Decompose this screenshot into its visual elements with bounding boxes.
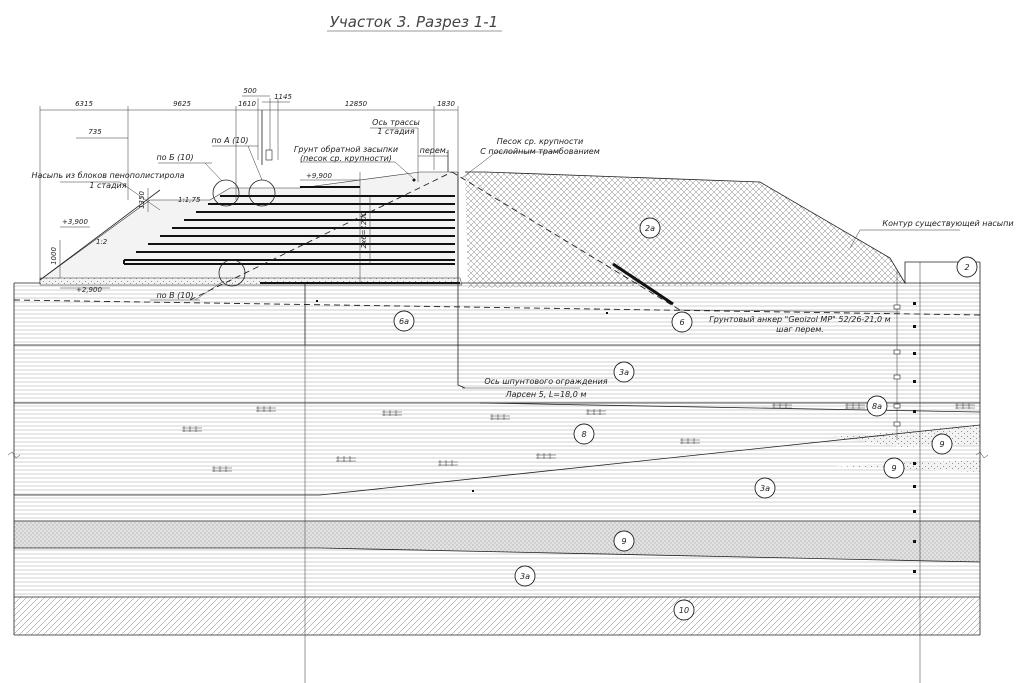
dim-block-height: 2х6=1200 <box>360 211 368 248</box>
layer-3a-upper <box>14 345 980 403</box>
dim-1145: 1145 <box>274 93 292 101</box>
label-existing-embankment: Контур существующей насыпи <box>882 219 1013 228</box>
dimension-lines <box>39 95 459 289</box>
label-eps-embankment: Насыпь из блоков пенополистирола <box>31 171 184 180</box>
elevation-2900: +2,900 <box>76 286 102 294</box>
annotation-texts: Ось трассы 1 стадия Грунт обратной засып… <box>31 118 1013 399</box>
label-anchor-pitch: шаг перем. <box>776 325 824 334</box>
layer-callout-9-lower: 9 <box>883 457 905 479</box>
layer-9-wedge-lower <box>830 460 980 472</box>
label-backfill-sand: (песок ср. крупности) <box>300 154 392 163</box>
dim-500: 500 <box>243 87 257 95</box>
svg-text:3а: 3а <box>760 484 770 493</box>
svg-text:9: 9 <box>621 537 626 546</box>
soil-symbols <box>182 403 975 472</box>
label-po-b: по Б (10) <box>156 153 193 162</box>
existing-embankment <box>465 172 905 288</box>
dim-1610: 1610 <box>238 100 256 108</box>
svg-text:6: 6 <box>679 318 684 327</box>
label-axis-route-stage: 1 стадия <box>377 127 414 136</box>
slope-1-2: 1:2 <box>96 238 108 246</box>
callout-circle-v <box>218 259 246 287</box>
dim-1830: 1830 <box>437 100 455 108</box>
soil-layers <box>7 262 989 636</box>
layer-callout-3a-upper: 3а <box>613 361 635 383</box>
label-sand: Песок ср. крупности <box>497 137 583 146</box>
elevation-3900: +3,900 <box>62 218 88 226</box>
label-ground-anchor: Грунтовый анкер "Geoizol MP" 52/26-21,0 … <box>709 315 890 324</box>
borehole-markers <box>316 270 916 573</box>
elevation-9900: +9,900 <box>306 172 332 180</box>
label-backfill: Грунт обратной засыпки <box>294 145 398 154</box>
label-axis-route: Ось трассы <box>372 118 420 127</box>
layer-8 <box>14 403 980 495</box>
svg-text:9: 9 <box>939 440 944 449</box>
callout-circle-b <box>212 179 240 207</box>
label-po-v: по В (10) <box>156 291 193 300</box>
drawing-title: Участок 3. Разрез 1-1 <box>330 13 498 31</box>
layer-3a-middle <box>14 495 980 521</box>
slope-1-175: 1:1,75 <box>178 196 201 204</box>
layer-callout-3a-middle: 3а <box>754 477 776 499</box>
dim-1000: 1000 <box>50 247 58 265</box>
label-sheet-pile-axis: Ось шпунтового ограждения <box>484 377 607 386</box>
dim-9625: 9625 <box>173 100 191 108</box>
layer-callouts: 2а 2 6а 6 3а 8а 8 9 9 3а 9 3а 10 <box>393 217 978 621</box>
dim-1350: 1350 <box>138 191 146 209</box>
label-sand-tamping: С послойным трамбованием <box>480 147 600 156</box>
svg-text:3а: 3а <box>619 368 629 377</box>
layer-6a <box>14 283 980 345</box>
layer-9 <box>14 521 980 562</box>
svg-text:2а: 2а <box>645 224 655 233</box>
layer-callout-2: 2 <box>956 256 978 278</box>
layer-callout-8: 8 <box>573 423 595 445</box>
dimension-texts: 6315 9625 500 1610 1145 12850 1830 735 1… <box>50 87 455 294</box>
svg-text:8а: 8а <box>872 402 882 411</box>
layer-callout-9: 9 <box>613 530 635 552</box>
layer-10 <box>14 597 980 635</box>
svg-text:8: 8 <box>581 430 586 439</box>
layer-callout-10: 10 <box>673 599 695 621</box>
svg-text:10: 10 <box>679 606 689 615</box>
layer-callout-6a: 6а <box>393 310 415 332</box>
ground-anchor-bond <box>612 262 674 306</box>
leader-lines <box>60 127 960 301</box>
label-eps-stage: 1 стадия <box>89 181 126 190</box>
svg-text:6а: 6а <box>399 317 409 326</box>
svg-text:2: 2 <box>964 263 969 272</box>
dim-6315: 6315 <box>75 100 93 108</box>
label-sheet-pile-type: Ларсен 5, L=18,0 м <box>505 390 587 399</box>
layer-3a-lower <box>14 548 980 597</box>
layer-callout-8a: 8а <box>866 395 888 417</box>
existing-embankment-contour <box>465 171 980 285</box>
svg-text:3а: 3а <box>520 572 530 581</box>
layer-callout-6: 6 <box>671 311 693 333</box>
layer-callout-3a-lower: 3а <box>514 565 536 587</box>
ground-anchor-dashed <box>451 171 681 311</box>
layer-callout-2a: 2а <box>639 217 661 239</box>
label-variable: перем. <box>420 146 449 155</box>
layer-callout-9-upper: 9 <box>931 433 953 455</box>
label-po-a: по А (10) <box>211 136 248 145</box>
eps-embankment <box>39 171 463 286</box>
sheet-pile-wall <box>457 172 466 389</box>
svg-text:9: 9 <box>891 464 896 473</box>
dim-735: 735 <box>88 128 102 136</box>
dim-12850: 12850 <box>345 100 368 108</box>
